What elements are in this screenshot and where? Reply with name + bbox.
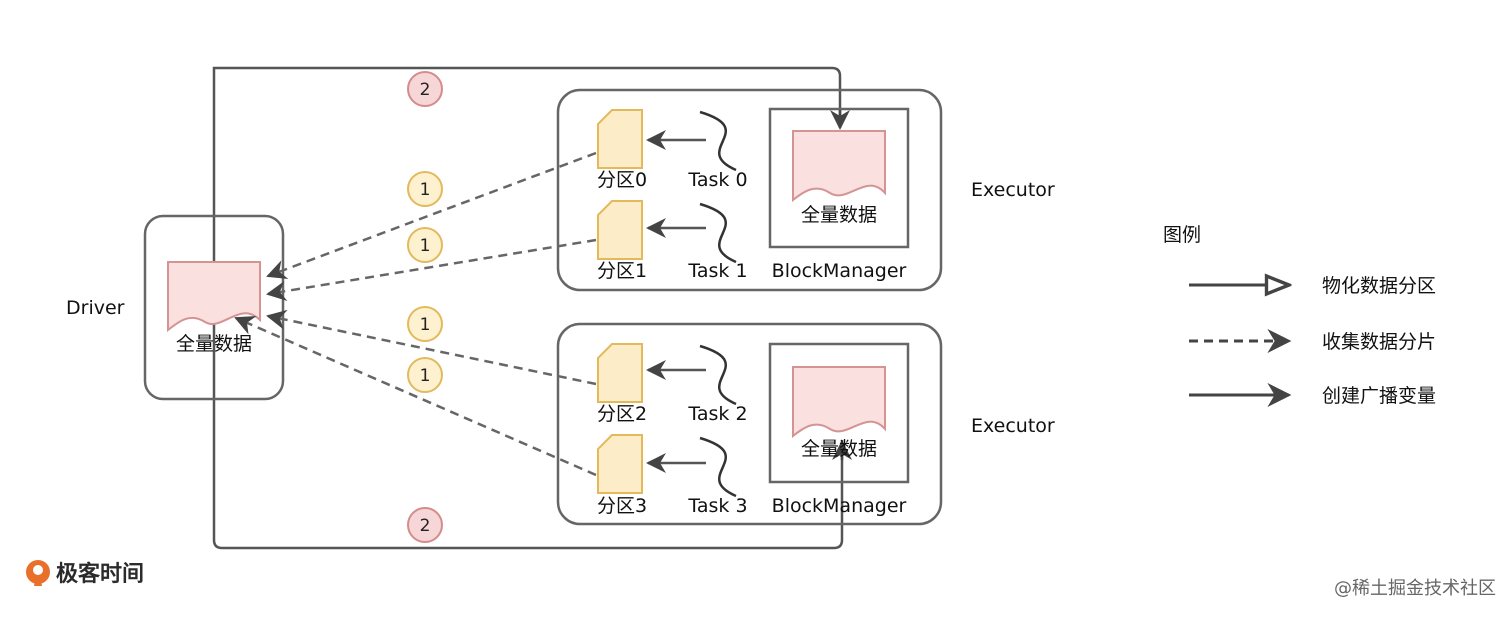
legend-label-2: 创建广播变量 — [1322, 385, 1436, 407]
corner-watermark: @稀土掘金技术社区 — [1334, 578, 1496, 599]
task-squiggle-2 — [699, 344, 737, 406]
badge-collect-1: 1 — [407, 227, 443, 263]
driver-label: Driver — [66, 297, 125, 319]
block-manager-box-1 — [768, 342, 910, 484]
block-manager-data-doc-1 — [792, 366, 886, 439]
badge-broadcast-bottom: 2 — [407, 507, 443, 543]
collect-arrow-3 — [234, 316, 597, 477]
badge-collect-3: 1 — [407, 357, 443, 393]
badge-collect-0: 1 — [407, 171, 443, 207]
task-label-0: Task 0 — [687, 169, 747, 191]
task-label-3: Task 3 — [687, 495, 747, 517]
collect-arrow-0 — [266, 151, 597, 280]
legend-title: 图例 — [1163, 224, 1201, 246]
svg-text:1: 1 — [420, 180, 431, 200]
driver-box — [143, 214, 285, 401]
badge-broadcast-top: 2 — [407, 71, 443, 107]
partition-1 — [597, 200, 643, 260]
collect-arrow-1 — [266, 238, 597, 301]
badge-collect-2: 1 — [407, 306, 443, 342]
partition-label-0: 分区0 — [597, 169, 647, 191]
svg-text:1: 1 — [420, 366, 431, 386]
block-manager-data-label-1: 全量数据 — [801, 438, 877, 460]
legend-label-0: 物化数据分区 — [1322, 275, 1436, 297]
task-squiggle-3 — [699, 436, 737, 498]
executor-box-1 — [556, 322, 943, 526]
block-manager-data-label-0: 全量数据 — [801, 204, 877, 226]
logo-text: 极客时间 — [56, 561, 144, 587]
task-squiggle-1 — [699, 202, 737, 264]
executor-label-1: Executor — [971, 415, 1055, 437]
svg-text:1: 1 — [420, 236, 431, 256]
block-manager-box-0 — [768, 107, 910, 249]
task-label-1: Task 1 — [687, 260, 747, 282]
partition-label-3: 分区3 — [597, 495, 647, 517]
block-manager-label-1: BlockManager — [772, 495, 907, 517]
executor-label-0: Executor — [971, 179, 1055, 201]
driver-data-label: 全量数据 — [176, 333, 252, 355]
partition-3 — [597, 434, 643, 494]
broadcast-frame-line — [212, 66, 844, 550]
svg-text:2: 2 — [420, 516, 431, 536]
collect-arrow-2 — [266, 309, 597, 386]
partition-0 — [597, 109, 643, 169]
partition-2 — [597, 343, 643, 403]
task-squiggle-0 — [699, 110, 737, 172]
partition-label-1: 分区1 — [597, 260, 647, 282]
block-manager-label-0: BlockManager — [772, 260, 907, 282]
block-manager-data-doc-0 — [792, 130, 886, 203]
partition-label-2: 分区2 — [597, 403, 647, 425]
logo-icon — [26, 560, 50, 586]
task-label-2: Task 2 — [687, 403, 747, 425]
driver-data-doc — [167, 261, 261, 333]
svg-text:2: 2 — [420, 80, 431, 100]
executor-box-0 — [556, 88, 943, 292]
svg-text:1: 1 — [420, 315, 431, 335]
legend-label-1: 收集数据分片 — [1322, 331, 1436, 353]
